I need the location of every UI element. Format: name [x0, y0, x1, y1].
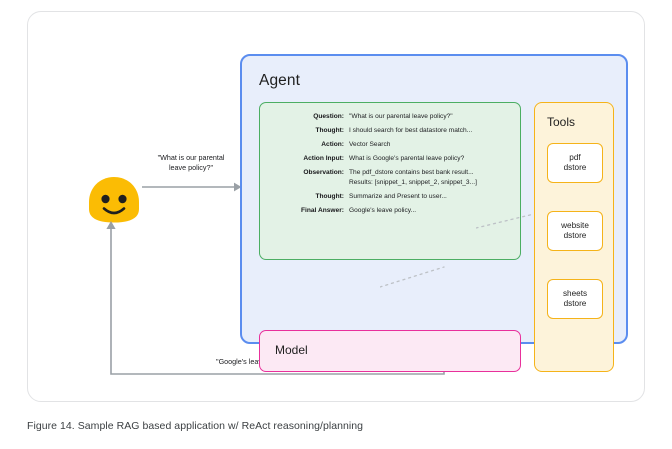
trace-row: Action Input: What is Google's parental …	[260, 155, 512, 163]
model-box: Model	[259, 330, 521, 372]
trace-row: Final Answer: Google's leave policy...	[260, 207, 512, 215]
user-query-line1: "What is our parental	[157, 153, 225, 162]
user-query-arrow-icon	[142, 180, 242, 194]
user-query-line2: leave policy?"	[168, 162, 214, 172]
trace-row: Action: Vector Search	[260, 141, 512, 149]
tool-card-sheets-dstore[interactable]: sheets dstore	[547, 279, 603, 319]
trace-value-line2: Results: [snippet_1, snippet_2, snippet_…	[349, 179, 477, 187]
trace-label: Question:	[313, 113, 344, 121]
trace-row: Thought: I should search for best datast…	[260, 127, 512, 135]
trace-label: Action:	[321, 141, 344, 149]
trace-value: What is Google's parental leave policy?	[349, 154, 465, 162]
tool-card-line2: dstore	[563, 299, 587, 308]
tool-card-line1: website	[561, 220, 589, 230]
agent-container: Agent Question: "What is our parental le…	[240, 54, 628, 372]
tool-card-pdf-dstore[interactable]: pdf dstore	[547, 143, 603, 183]
trace-label: Thought:	[315, 127, 344, 135]
agent-title: Agent	[259, 72, 301, 89]
tool-card-line1: sheets	[562, 288, 588, 298]
user-query-label: "What is our parental leave policy?"	[136, 153, 246, 172]
trace-value: Vector Search	[349, 140, 391, 148]
figure-card: "What is our parental leave policy?" "Go…	[27, 11, 645, 402]
trace-label: Action Input:	[303, 155, 344, 163]
trace-row: Observation: The pdf_dstore contains bes…	[260, 169, 512, 187]
tool-card-line2: dstore	[563, 231, 587, 240]
tools-title: Tools	[547, 115, 576, 129]
trace-to-tools-connector	[475, 210, 538, 236]
figure-caption: Figure 14. Sample RAG based application …	[27, 420, 364, 432]
user-avatar-icon	[87, 176, 141, 224]
tool-card-line2: dstore	[563, 163, 587, 172]
trace-label: Thought:	[315, 193, 344, 201]
reasoning-trace-box: Question: "What is our parental leave po…	[259, 102, 521, 260]
trace-value: I should search for best datastore match…	[349, 126, 473, 134]
trace-value: Summarize and Present to user...	[349, 192, 447, 200]
trace-label: Observation:	[303, 169, 344, 176]
trace-value: Google's leave policy...	[349, 206, 417, 214]
trace-row: Thought: Summarize and Present to user..…	[260, 193, 512, 201]
model-title: Model	[275, 343, 308, 357]
trace-to-model-connector	[379, 265, 450, 291]
tools-box: Tools pdf dstore website dstore sheets d…	[534, 102, 614, 372]
tool-card-website-dstore[interactable]: website dstore	[547, 211, 603, 251]
trace-value: "What is our parental leave policy?"	[349, 113, 453, 120]
trace-label: Final Answer:	[301, 206, 344, 214]
trace-row: Question: "What is our parental leave po…	[260, 113, 512, 121]
trace-value: The pdf_dstore contains best bank result…	[349, 169, 477, 187]
tool-card-line1: pdf	[569, 152, 581, 162]
trace-value-line1: The pdf_dstore contains best bank result…	[349, 168, 474, 176]
